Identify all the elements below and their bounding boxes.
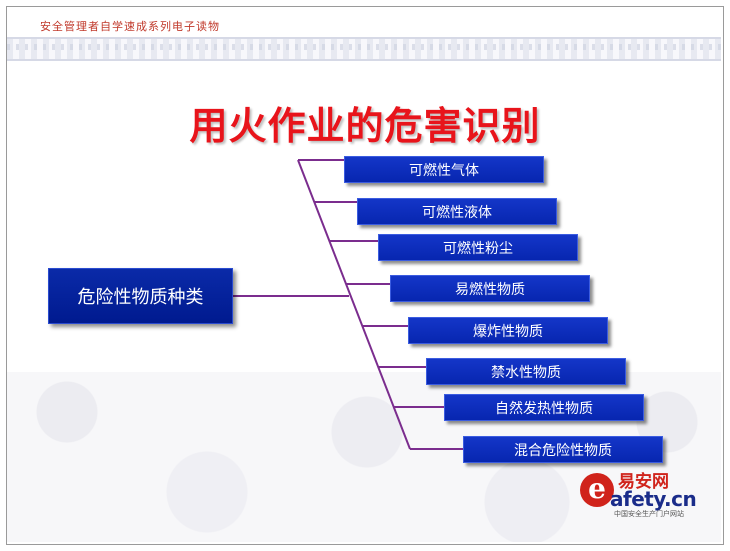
decorative-border xyxy=(7,37,721,61)
slide-title: 用火作业的危害识别 xyxy=(189,104,541,148)
branch-node: 可燃性气体 xyxy=(344,156,544,183)
logo-tagline: 中国安全生产门户网站 xyxy=(614,510,684,518)
root-node: 危险性物质种类 xyxy=(48,268,233,324)
logo-e-icon: e xyxy=(580,473,614,507)
branch-node: 爆炸性物质 xyxy=(408,317,608,344)
logo-domain: afety.cn xyxy=(610,487,697,511)
branch-node: 可燃性液体 xyxy=(357,198,557,225)
branch-node: 禁水性物质 xyxy=(426,358,626,385)
branch-node: 混合危险性物质 xyxy=(463,436,663,463)
branch-node: 可燃性粉尘 xyxy=(378,234,578,261)
branch-node: 自然发热性物质 xyxy=(444,394,644,421)
trunk-line xyxy=(297,159,411,450)
logo-brand-name: 易安网 xyxy=(618,472,669,492)
site-logo: 易安网 e afety.cn 中国安全生产门户网站 xyxy=(578,465,698,521)
branch-node: 易燃性物质 xyxy=(390,275,590,302)
series-title: 安全管理者自学速成系列电子读物 xyxy=(40,20,220,33)
